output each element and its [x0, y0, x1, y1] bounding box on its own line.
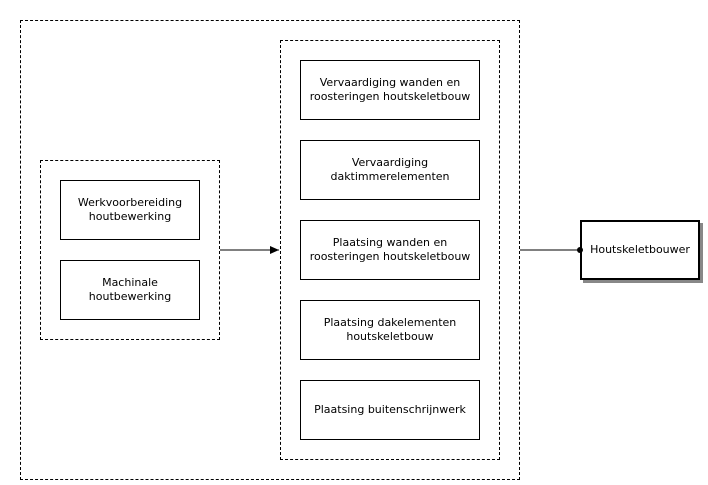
- box-machinale-houtbewerking[interactable]: Machinale houtbewerking: [60, 260, 200, 320]
- box-werkvoorbereiding[interactable]: Werkvoorbereiding houtbewerking: [60, 180, 200, 240]
- box-vervaardiging-wanden[interactable]: Vervaardiging wanden en roosteringen hou…: [300, 60, 480, 120]
- box-houtskeletbouwer[interactable]: Houtskeletbouwer: [580, 220, 700, 280]
- box-plaatsing-buitenschrijnwerk[interactable]: Plaatsing buitenschrijnwerk: [300, 380, 480, 440]
- box-plaatsing-dakelementen[interactable]: Plaatsing dakelementen houtskeletbouw: [300, 300, 480, 360]
- outer-group: [20, 20, 520, 480]
- box-vervaardiging-daktimmer[interactable]: Vervaardiging daktimmerelementen: [300, 140, 480, 200]
- right-group: [280, 40, 500, 460]
- left-group: [40, 160, 220, 340]
- box-plaatsing-wanden[interactable]: Plaatsing wanden en roosteringen houtske…: [300, 220, 480, 280]
